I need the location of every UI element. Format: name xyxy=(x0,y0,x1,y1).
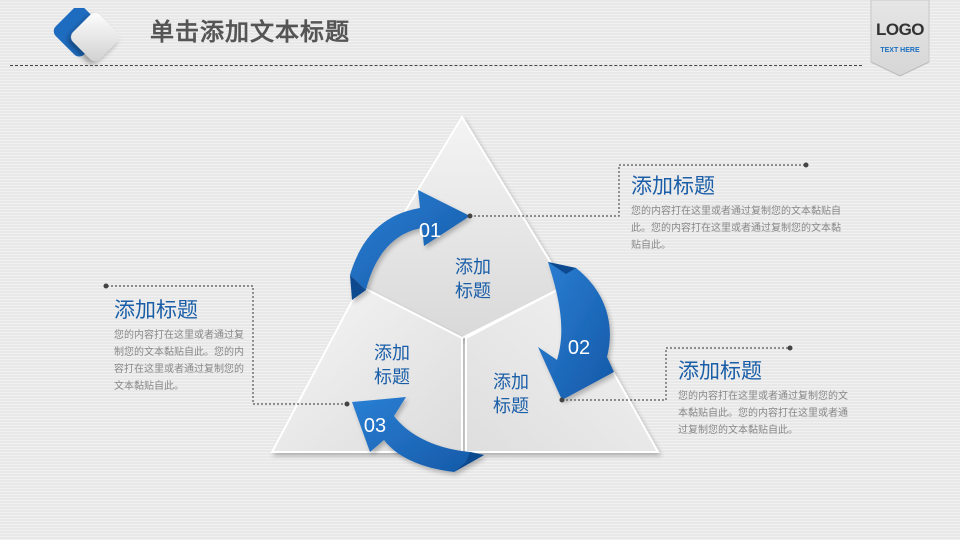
arrow-number-01: 01 xyxy=(419,220,441,242)
arrow-03 xyxy=(352,397,484,472)
diamond-logo-icon xyxy=(53,8,119,61)
text-block-title: 添加标题 xyxy=(114,298,198,322)
text-block-body: 您的内容打在这里或者通过复制您的文本黏贴自此。您的内容打在这里或者通过复制您的文… xyxy=(631,206,841,251)
connector-left xyxy=(103,283,350,407)
segment-label-right-line1: 添加 xyxy=(493,372,529,393)
arrow-number-03: 03 xyxy=(364,415,386,437)
text-block-title: 添加标题 xyxy=(631,174,715,198)
connector-top xyxy=(467,162,809,219)
text-block-left: 添加标题 您的内容打在这里或者通过复制您的文本黏贴自此。您的内容打在这里或者通过… xyxy=(114,296,244,395)
segment-label-right-line2: 标题 xyxy=(493,396,529,417)
segment-label-left-line2: 标题 xyxy=(374,367,410,388)
text-block-top: 添加标题 您的内容打在这里或者通过复制您的文本黏贴自此。您的内容打在这里或者通过… xyxy=(631,172,846,254)
arrow-02 xyxy=(538,262,614,400)
page-title: 单击添加文本标题 xyxy=(150,18,350,46)
segment-label-top-line2: 标题 xyxy=(455,281,491,302)
arrow-01 xyxy=(350,190,470,300)
logo-subtext: TEXT HERE xyxy=(880,47,920,54)
text-block-body: 您的内容打在这里或者通过复制您的文本黏贴自此。您的内容打在这里或者通过复制您的文… xyxy=(678,391,848,436)
segment-label-left-line1: 添加 xyxy=(374,343,410,364)
text-block-title: 添加标题 xyxy=(678,359,762,383)
arrow-number-02: 02 xyxy=(568,337,590,359)
text-block-body: 您的内容打在这里或者通过复制您的文本黏贴自此。您的内容打在这里或者通过复制您的文… xyxy=(114,330,244,392)
logo-text: LOGO xyxy=(875,20,925,39)
segment-label-top-line1: 添加 xyxy=(455,257,491,278)
logo-badge xyxy=(870,0,930,77)
header-divider xyxy=(10,65,862,66)
text-block-right: 添加标题 您的内容打在这里或者通过复制您的文本黏贴自此。您的内容打在这里或者通过… xyxy=(678,357,853,439)
connector-right xyxy=(559,345,793,403)
